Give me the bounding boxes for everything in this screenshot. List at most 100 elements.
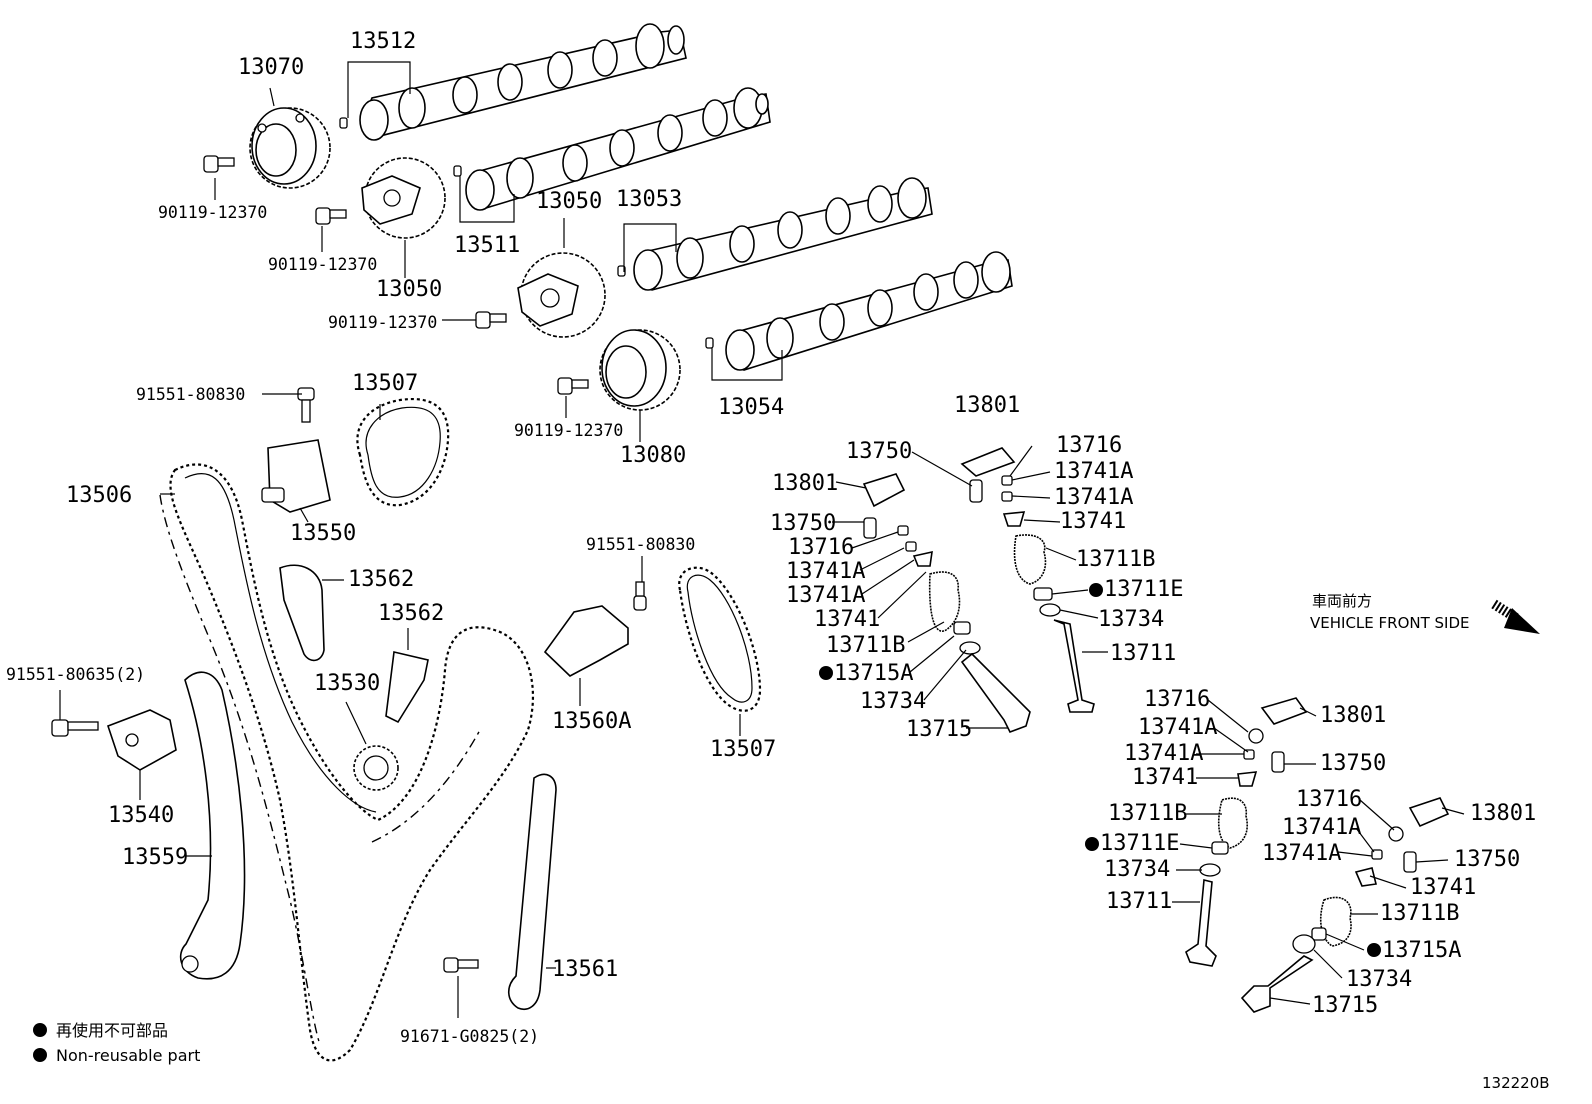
label-vr1-13711b: 13711B — [1108, 801, 1187, 826]
tensioner-arm-13559 — [179, 671, 246, 980]
label-vr2-13715: 13715 — [1312, 993, 1378, 1018]
label-13530: 13530 — [314, 671, 380, 696]
label-91551-80635: 91551-80635(2) — [6, 665, 145, 684]
camshaft-13054 — [725, 251, 1013, 371]
figure-id: 132220B — [1482, 1074, 1550, 1092]
label-vr2-13741: 13741 — [1410, 875, 1476, 900]
label-90119-12370-d: 90119-12370 — [514, 421, 623, 440]
bolt-90119-d — [557, 377, 589, 395]
label-vl-13716: 13716 — [788, 535, 854, 560]
label-vr2-13741a-2: 13741A — [1262, 841, 1341, 866]
cam-timing-gear-13080 — [599, 329, 681, 411]
label-vr1-13716: 13716 — [1144, 687, 1210, 712]
label-90119-12370-a: 90119-12370 — [158, 203, 267, 222]
label-vr1-13734: 13734 — [1104, 857, 1170, 882]
label-vr1-13750: 13750 — [1320, 751, 1386, 776]
label-vl-13734: 13734 — [860, 689, 926, 714]
direction-jp: 車両前方 — [1312, 592, 1372, 610]
direction-arrow-icon — [1491, 599, 1540, 634]
bolt-91551-80830-a — [297, 387, 315, 423]
bolt-90119-a — [203, 155, 235, 173]
label-vr2-13715a: 13715A — [1382, 938, 1461, 963]
cam-timing-gear-13050-upper — [361, 157, 446, 239]
label-vu-13711: 13711 — [1110, 641, 1176, 666]
bolt-90119-c — [475, 311, 507, 329]
label-13562-b: 13562 — [378, 601, 444, 626]
camshaft-13053 — [633, 177, 933, 291]
label-vu-13711b: 13711B — [1076, 547, 1155, 572]
label-vr2-13711b: 13711B — [1380, 901, 1459, 926]
pin-13053 — [617, 265, 626, 277]
camshaft-13512 — [359, 23, 687, 141]
non-reusable-marker — [1085, 837, 1099, 851]
legend-en: Non-reusable part — [56, 1046, 200, 1065]
leader-lines — [59, 61, 1465, 1018]
valve-set-lower-left — [862, 473, 1031, 734]
chain-guide-13561 — [507, 773, 557, 1010]
label-13080: 13080 — [620, 443, 686, 468]
label-vu-13716: 13716 — [1056, 433, 1122, 458]
label-vr2-13716: 13716 — [1296, 787, 1362, 812]
legend: 再使用不可部品 Non-reusable part — [33, 1021, 200, 1065]
pin-13512 — [339, 117, 348, 129]
pin-13054 — [705, 337, 714, 349]
vehicle-front-indicator: 車両前方 VEHICLE FRONT SIDE — [1310, 592, 1540, 634]
label-vu-13801: 13801 — [954, 393, 1020, 418]
legend-bullet-icon — [33, 1048, 47, 1062]
bolt-90119-b — [315, 207, 347, 225]
bolt-91551-80830-b — [633, 581, 647, 611]
cam-timing-gear-13050-lower — [517, 252, 606, 338]
label-90119-12370-b: 90119-12370 — [268, 255, 377, 274]
label-vu-13741a-1: 13741A — [1054, 459, 1133, 484]
label-vr1-13711e: 13711E — [1100, 831, 1179, 856]
direction-en: VEHICLE FRONT SIDE — [1310, 614, 1470, 632]
valve-set-upper — [960, 447, 1095, 713]
cam-timing-gear-13070 — [249, 107, 331, 189]
bolt-91671-g0825 — [443, 957, 479, 973]
label-13050-a: 13050 — [536, 189, 602, 214]
label-vu-13711e: 13711E — [1104, 577, 1183, 602]
tensioner-13540 — [106, 709, 177, 771]
label-13050-b: 13050 — [376, 277, 442, 302]
chain-guide-13562-b — [385, 651, 429, 724]
label-13507-a: 13507 — [352, 371, 418, 396]
label-vl-13711b: 13711B — [826, 633, 905, 658]
label-vr1-13801: 13801 — [1320, 703, 1386, 728]
label-13512: 13512 — [350, 29, 416, 54]
label-13540: 13540 — [108, 803, 174, 828]
label-13511: 13511 — [454, 233, 520, 258]
timing-chain-13507-upper — [356, 397, 450, 507]
label-13560A: 13560A — [552, 709, 631, 734]
label-13550: 13550 — [290, 521, 356, 546]
label-vu-13750: 13750 — [846, 439, 912, 464]
chain-tensioner-13550 — [261, 439, 331, 513]
label-13506: 13506 — [66, 483, 132, 508]
label-vr2-13734: 13734 — [1346, 967, 1412, 992]
label-vu-13741: 13741 — [1060, 509, 1126, 534]
label-13054: 13054 — [718, 395, 784, 420]
non-reusable-marker — [819, 666, 833, 680]
label-vu-13741a-2: 13741A — [1054, 485, 1133, 510]
label-vl-13715a: 13715A — [834, 661, 913, 686]
label-vr1-13741: 13741 — [1132, 765, 1198, 790]
label-vr2-13750: 13750 — [1454, 847, 1520, 872]
crank-sprocket-13530 — [353, 745, 399, 791]
label-13053: 13053 — [616, 187, 682, 212]
label-vr1-13741a-1: 13741A — [1138, 715, 1217, 740]
label-vu-13734: 13734 — [1098, 607, 1164, 632]
label-13559: 13559 — [122, 845, 188, 870]
label-vr2-13801: 13801 — [1470, 801, 1536, 826]
non-reusable-marker — [1089, 583, 1103, 597]
label-vl-13741a-2: 13741A — [786, 583, 865, 608]
valve-set-right-upper — [1185, 697, 1308, 967]
label-13070: 13070 — [238, 55, 304, 80]
chain-tensioner-13560A — [543, 605, 629, 677]
label-vl-13715: 13715 — [906, 717, 972, 742]
legend-jp: 再使用不可部品 — [56, 1021, 168, 1040]
valve-set-right-lower — [1240, 797, 1450, 1013]
timing-chain-13507-lower — [678, 566, 762, 712]
label-13562-a: 13562 — [348, 567, 414, 592]
bolt-91551-80635 — [51, 719, 99, 737]
